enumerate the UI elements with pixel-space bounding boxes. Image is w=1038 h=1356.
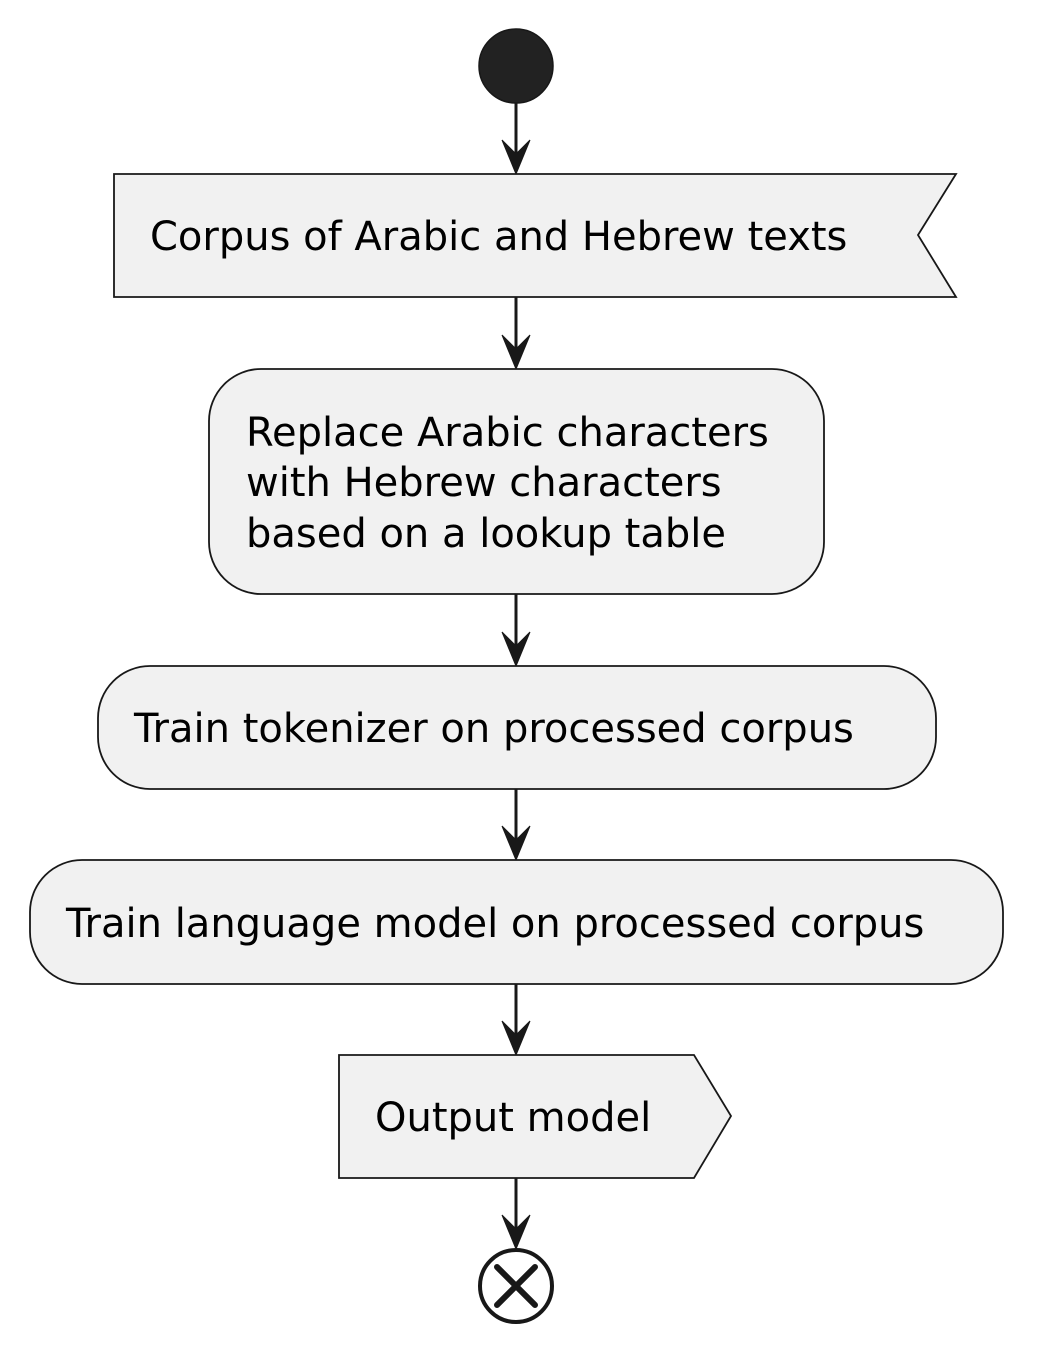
arrow-head	[501, 825, 531, 862]
arrow-head	[501, 1020, 531, 1057]
edge-lm-to-output	[501, 984, 531, 1057]
input-node-shape	[113, 173, 958, 298]
replace-characters-node-shape	[208, 368, 825, 595]
edge-input-to-replace	[501, 297, 531, 371]
end-node	[478, 1248, 554, 1324]
replace-characters-node: Replace Arabic characters with Hebrew ch…	[208, 368, 825, 595]
train-language-model-node-shape	[29, 859, 1004, 985]
replace-characters-label-line3: based on a lookup table	[246, 511, 726, 557]
output-node: Output model	[338, 1054, 733, 1179]
train-tokenizer-label: Train tokenizer on processed corpus	[133, 706, 854, 752]
train-tokenizer-node: Train tokenizer on processed corpus	[97, 665, 937, 790]
arrow-head	[501, 334, 531, 371]
input-node: Corpus of Arabic and Hebrew texts	[113, 173, 958, 298]
arrow-head	[501, 139, 531, 176]
edge-start-to-input	[501, 103, 531, 176]
train-tokenizer-node-shape	[97, 665, 937, 790]
replace-characters-label-line1: Replace Arabic characters	[246, 410, 769, 456]
edge-output-to-end	[501, 1178, 531, 1251]
arrow-head	[501, 1214, 531, 1251]
input-node-label: Corpus of Arabic and Hebrew texts	[150, 214, 847, 260]
replace-characters-label-line2: with Hebrew characters	[246, 460, 722, 506]
start-node	[478, 28, 554, 104]
arrow-head	[501, 631, 531, 668]
edge-replace-to-tokenizer	[501, 594, 531, 668]
end-node-cross-b	[494, 1264, 538, 1308]
output-node-shape	[338, 1054, 733, 1179]
train-language-model-label: Train language model on processed corpus	[65, 901, 924, 947]
edge-tokenizer-to-lm	[501, 789, 531, 862]
train-language-model-node: Train language model on processed corpus	[29, 859, 1004, 985]
output-node-label: Output model	[375, 1095, 651, 1141]
edges	[501, 103, 531, 1251]
